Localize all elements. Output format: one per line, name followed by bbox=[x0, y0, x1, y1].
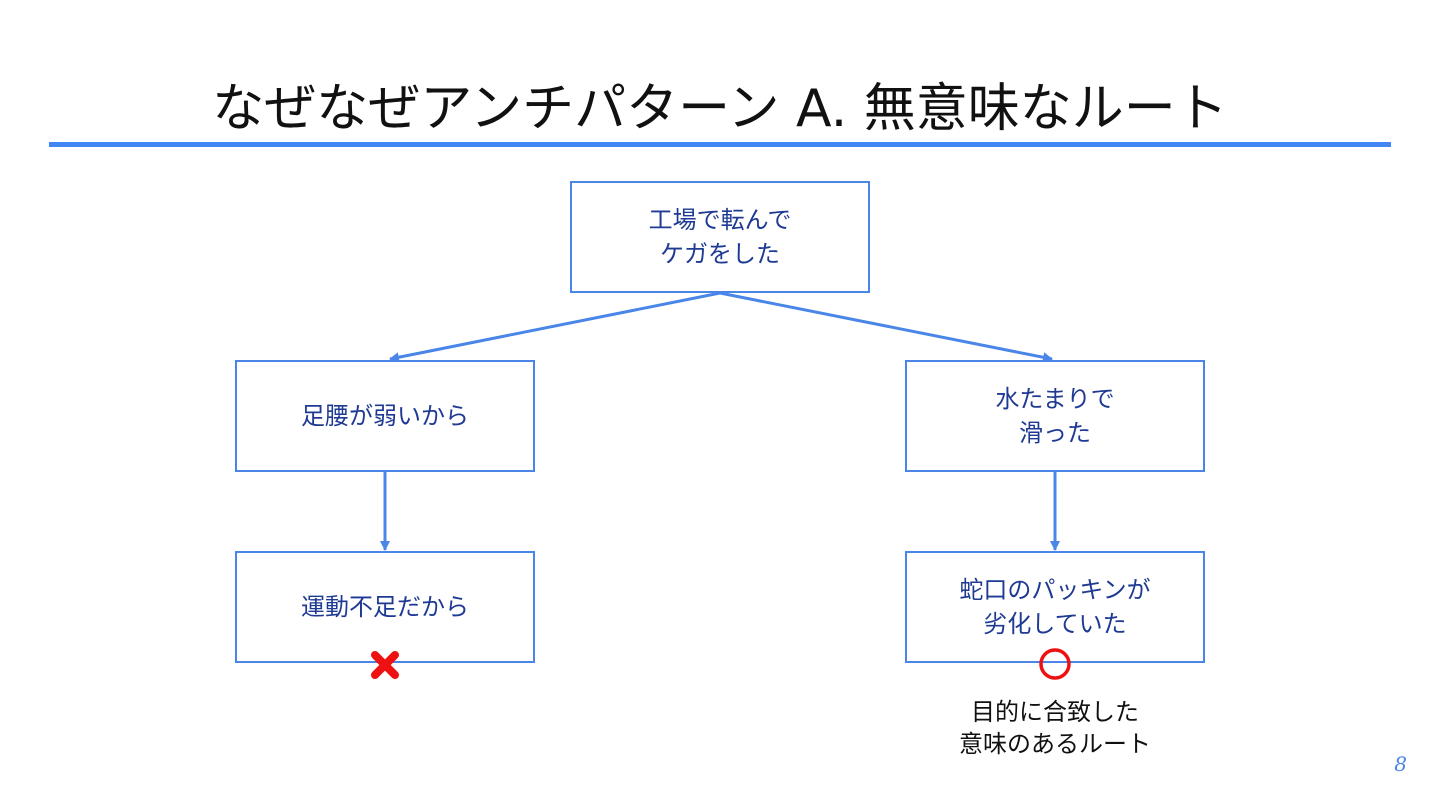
edge-root-to-right bbox=[719, 291, 1053, 363]
edge-root-to-left bbox=[389, 291, 721, 363]
cross-mark-icon bbox=[371, 651, 399, 679]
slide-title: なぜなぜアンチパターン A. 無意味なルート bbox=[212, 79, 1228, 139]
circle-mark-icon bbox=[1039, 648, 1071, 680]
node-right-level1: 水たまりで 滑った bbox=[905, 360, 1205, 472]
node-left-level2: 運動不足だから bbox=[235, 551, 535, 663]
node-left2-label: 運動不足だから bbox=[301, 593, 469, 621]
node-left1-label: 足腰が弱いから bbox=[301, 402, 469, 430]
node-right-level2: 蛇口のパッキンが 劣化していた bbox=[905, 551, 1205, 663]
title-underline bbox=[49, 142, 1391, 147]
page-number: 8 bbox=[1394, 752, 1407, 776]
node-root-cause-event: 工場で転んで ケガをした bbox=[570, 181, 870, 293]
node-left-level1: 足腰が弱いから bbox=[235, 360, 535, 472]
node-right1-label: 水たまりで 滑った bbox=[995, 385, 1115, 447]
node-root-label: 工場で転んで ケガをした bbox=[648, 206, 792, 268]
meaningful-route-note: 目的に合致した 意味のあるルート bbox=[959, 698, 1151, 758]
node-right2-label: 蛇口のパッキンが 劣化していた bbox=[959, 576, 1151, 638]
